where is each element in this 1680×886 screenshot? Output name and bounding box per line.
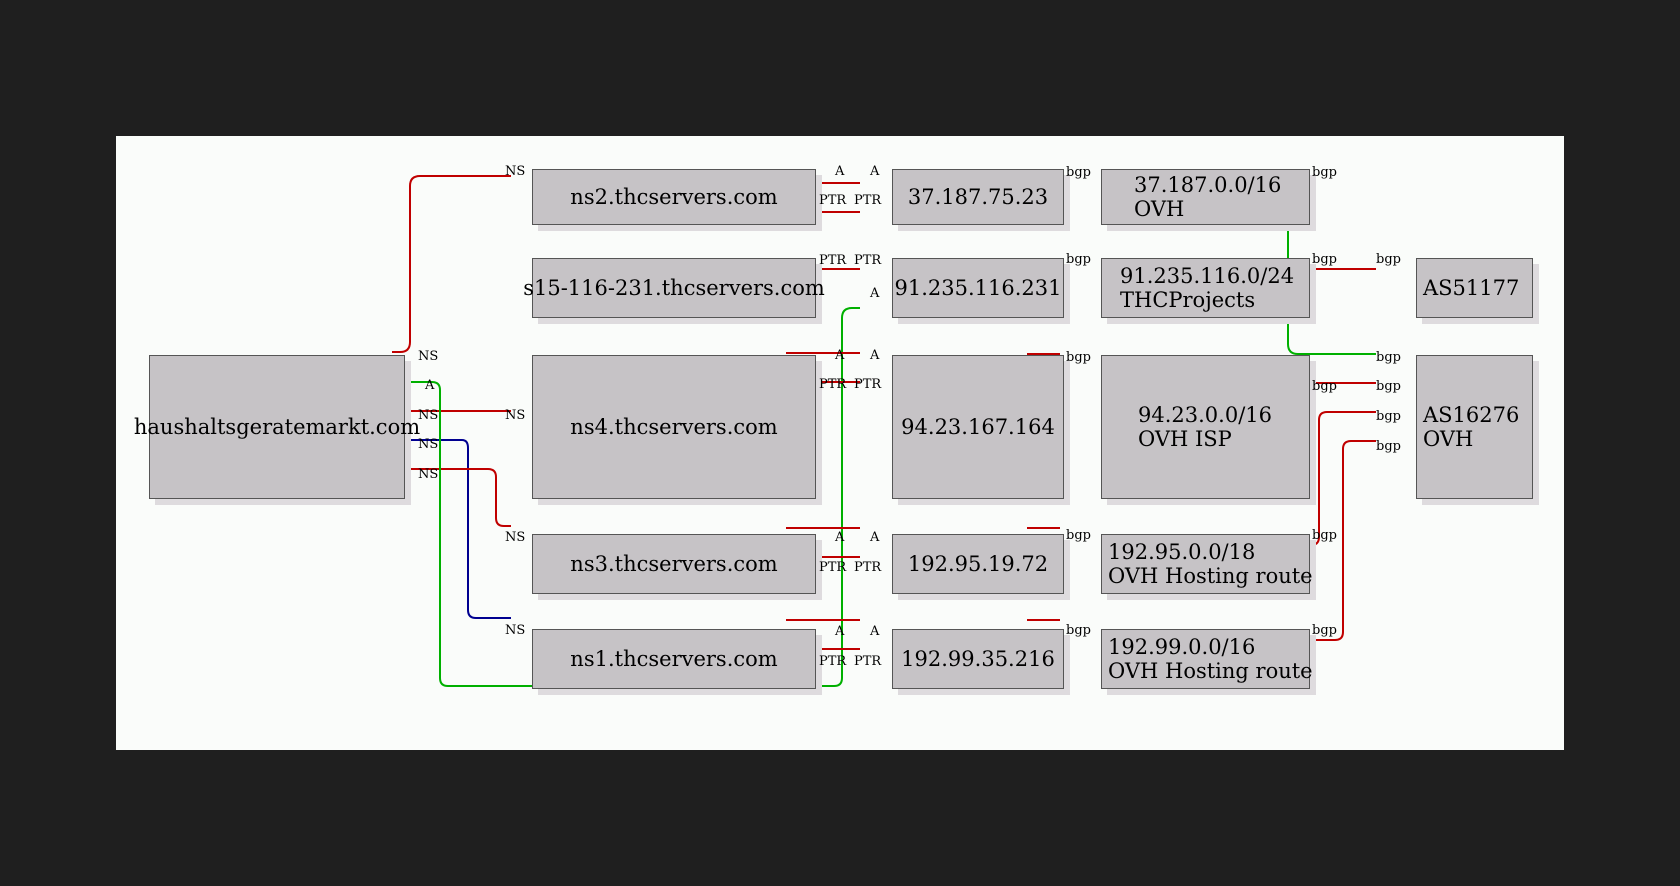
edge-label-bgp: bgp (1066, 528, 1091, 543)
node-ns2[interactable]: ns2.thcservers.com (532, 169, 816, 225)
edge-bgp-net5-as2 (1269, 440, 1376, 641)
as-number: AS16276 (1423, 403, 1520, 427)
node-as1[interactable]: AS51177 (1416, 258, 1533, 318)
node-label: haushaltsgeratemarkt.com (133, 415, 421, 439)
edge-label-ns: NS (505, 164, 526, 179)
net-owner: OVH ISP (1138, 427, 1232, 451)
edge-label-ns: NS (505, 408, 526, 423)
node-ip3[interactable]: 94.23.167.164 (892, 355, 1064, 499)
edge-label-bgp: bgp (1376, 439, 1401, 454)
edge-label-ns: NS (418, 437, 439, 452)
node-label: AS51177 (1423, 276, 1520, 300)
node-label: 94.23.167.164 (901, 415, 1055, 439)
as-owner: OVH (1423, 427, 1474, 451)
edge-label-a: A (835, 348, 845, 363)
edge-label-ns: NS (418, 408, 439, 423)
edge-label-bgp: bgp (1312, 252, 1337, 267)
node-label: ns4.thcservers.com (570, 415, 778, 439)
node-domain[interactable]: haushaltsgeratemarkt.com (134, 355, 420, 499)
edge-ns-ns3 (392, 468, 511, 527)
net-prefix: 37.187.0.0/16 (1134, 173, 1282, 197)
edge-label-ptr: PTR (854, 377, 882, 392)
edge-label-bgp: bgp (1312, 165, 1337, 180)
edge-label-a: A (425, 378, 435, 393)
net-prefix: 192.99.0.0/16 (1108, 635, 1256, 659)
node-label: ns3.thcservers.com (570, 552, 778, 576)
edge-label-a: A (870, 348, 880, 363)
node-label: ns2.thcservers.com (570, 185, 778, 209)
node-label: 37.187.75.23 (907, 185, 1049, 209)
edge-label-bgp: bgp (1066, 252, 1091, 267)
edge-label-a: A (835, 530, 845, 545)
diagram-canvas: haushaltsgeratemarkt.com ns2.thcservers.… (116, 136, 1564, 750)
edge-label-bgp: bgp (1312, 528, 1337, 543)
edge-label-a: A (835, 624, 845, 639)
edge-label-bgp: bgp (1066, 623, 1091, 638)
node-label: 91.235.116.231 (894, 276, 1062, 300)
edge-label-a: A (870, 286, 880, 301)
edge-bgp-net4-as2 (1269, 411, 1376, 546)
edge-label-a: A (835, 164, 845, 179)
net-owner: OVH Hosting route (1108, 564, 1313, 588)
edge-label-ns: NS (418, 467, 439, 482)
net-prefix: 91.235.116.0/24 (1120, 264, 1295, 288)
node-s15[interactable]: s15-116-231.thcservers.com (523, 258, 825, 318)
node-ip1[interactable]: 37.187.75.23 (892, 169, 1064, 225)
edge-label-ptr: PTR (854, 253, 882, 268)
edge-label-ns: NS (505, 530, 526, 545)
edge-label-a: A (870, 530, 880, 545)
edge-label-a: A (870, 624, 880, 639)
node-ip2[interactable]: 91.235.116.231 (892, 258, 1064, 318)
node-ns3[interactable]: ns3.thcservers.com (532, 534, 816, 594)
edge-label-bgp: bgp (1066, 165, 1091, 180)
net-prefix: 192.95.0.0/18 (1108, 540, 1256, 564)
net-owner: OVH (1134, 197, 1185, 221)
edge-label-ptr: PTR (819, 253, 847, 268)
edge-label-ptr: PTR (819, 193, 847, 208)
edge-label-ptr: PTR (854, 560, 882, 575)
edge-label-ptr: PTR (819, 654, 847, 669)
edge-label-a: A (870, 164, 880, 179)
edge-label-ptr: PTR (854, 654, 882, 669)
net-owner: THCProjects (1120, 288, 1256, 312)
node-label: ns1.thcservers.com (570, 647, 778, 671)
edge-label-bgp: bgp (1376, 252, 1401, 267)
edge-label-ns: NS (505, 623, 526, 638)
node-ip4[interactable]: 192.95.19.72 (892, 534, 1064, 594)
edge-label-bgp: bgp (1312, 623, 1337, 638)
edge-ns-ns2 (392, 175, 511, 353)
edge-label-bgp: bgp (1066, 350, 1091, 365)
node-label: 192.95.19.72 (907, 552, 1049, 576)
node-ip5[interactable]: 192.99.35.216 (892, 629, 1064, 689)
edge-label-bgp: bgp (1376, 350, 1401, 365)
net-owner: OVH Hosting route (1108, 659, 1313, 683)
edge-label-ptr: PTR (819, 560, 847, 575)
node-label: s15-116-231.thcservers.com (523, 276, 825, 300)
node-ns1[interactable]: ns1.thcservers.com (532, 629, 816, 689)
node-label: 192.99.35.216 (901, 647, 1055, 671)
edge-label-bgp: bgp (1376, 409, 1401, 424)
edge-label-bgp: bgp (1376, 379, 1401, 394)
edge-label-ns: NS (418, 349, 439, 364)
node-ns4[interactable]: ns4.thcservers.com (532, 355, 816, 499)
net-prefix: 94.23.0.0/16 (1138, 403, 1272, 427)
edge-ns-ns1 (392, 439, 511, 619)
edge-label-ptr: PTR (819, 377, 847, 392)
edge-label-ptr: PTR (854, 193, 882, 208)
edge-label-bgp: bgp (1312, 379, 1337, 394)
